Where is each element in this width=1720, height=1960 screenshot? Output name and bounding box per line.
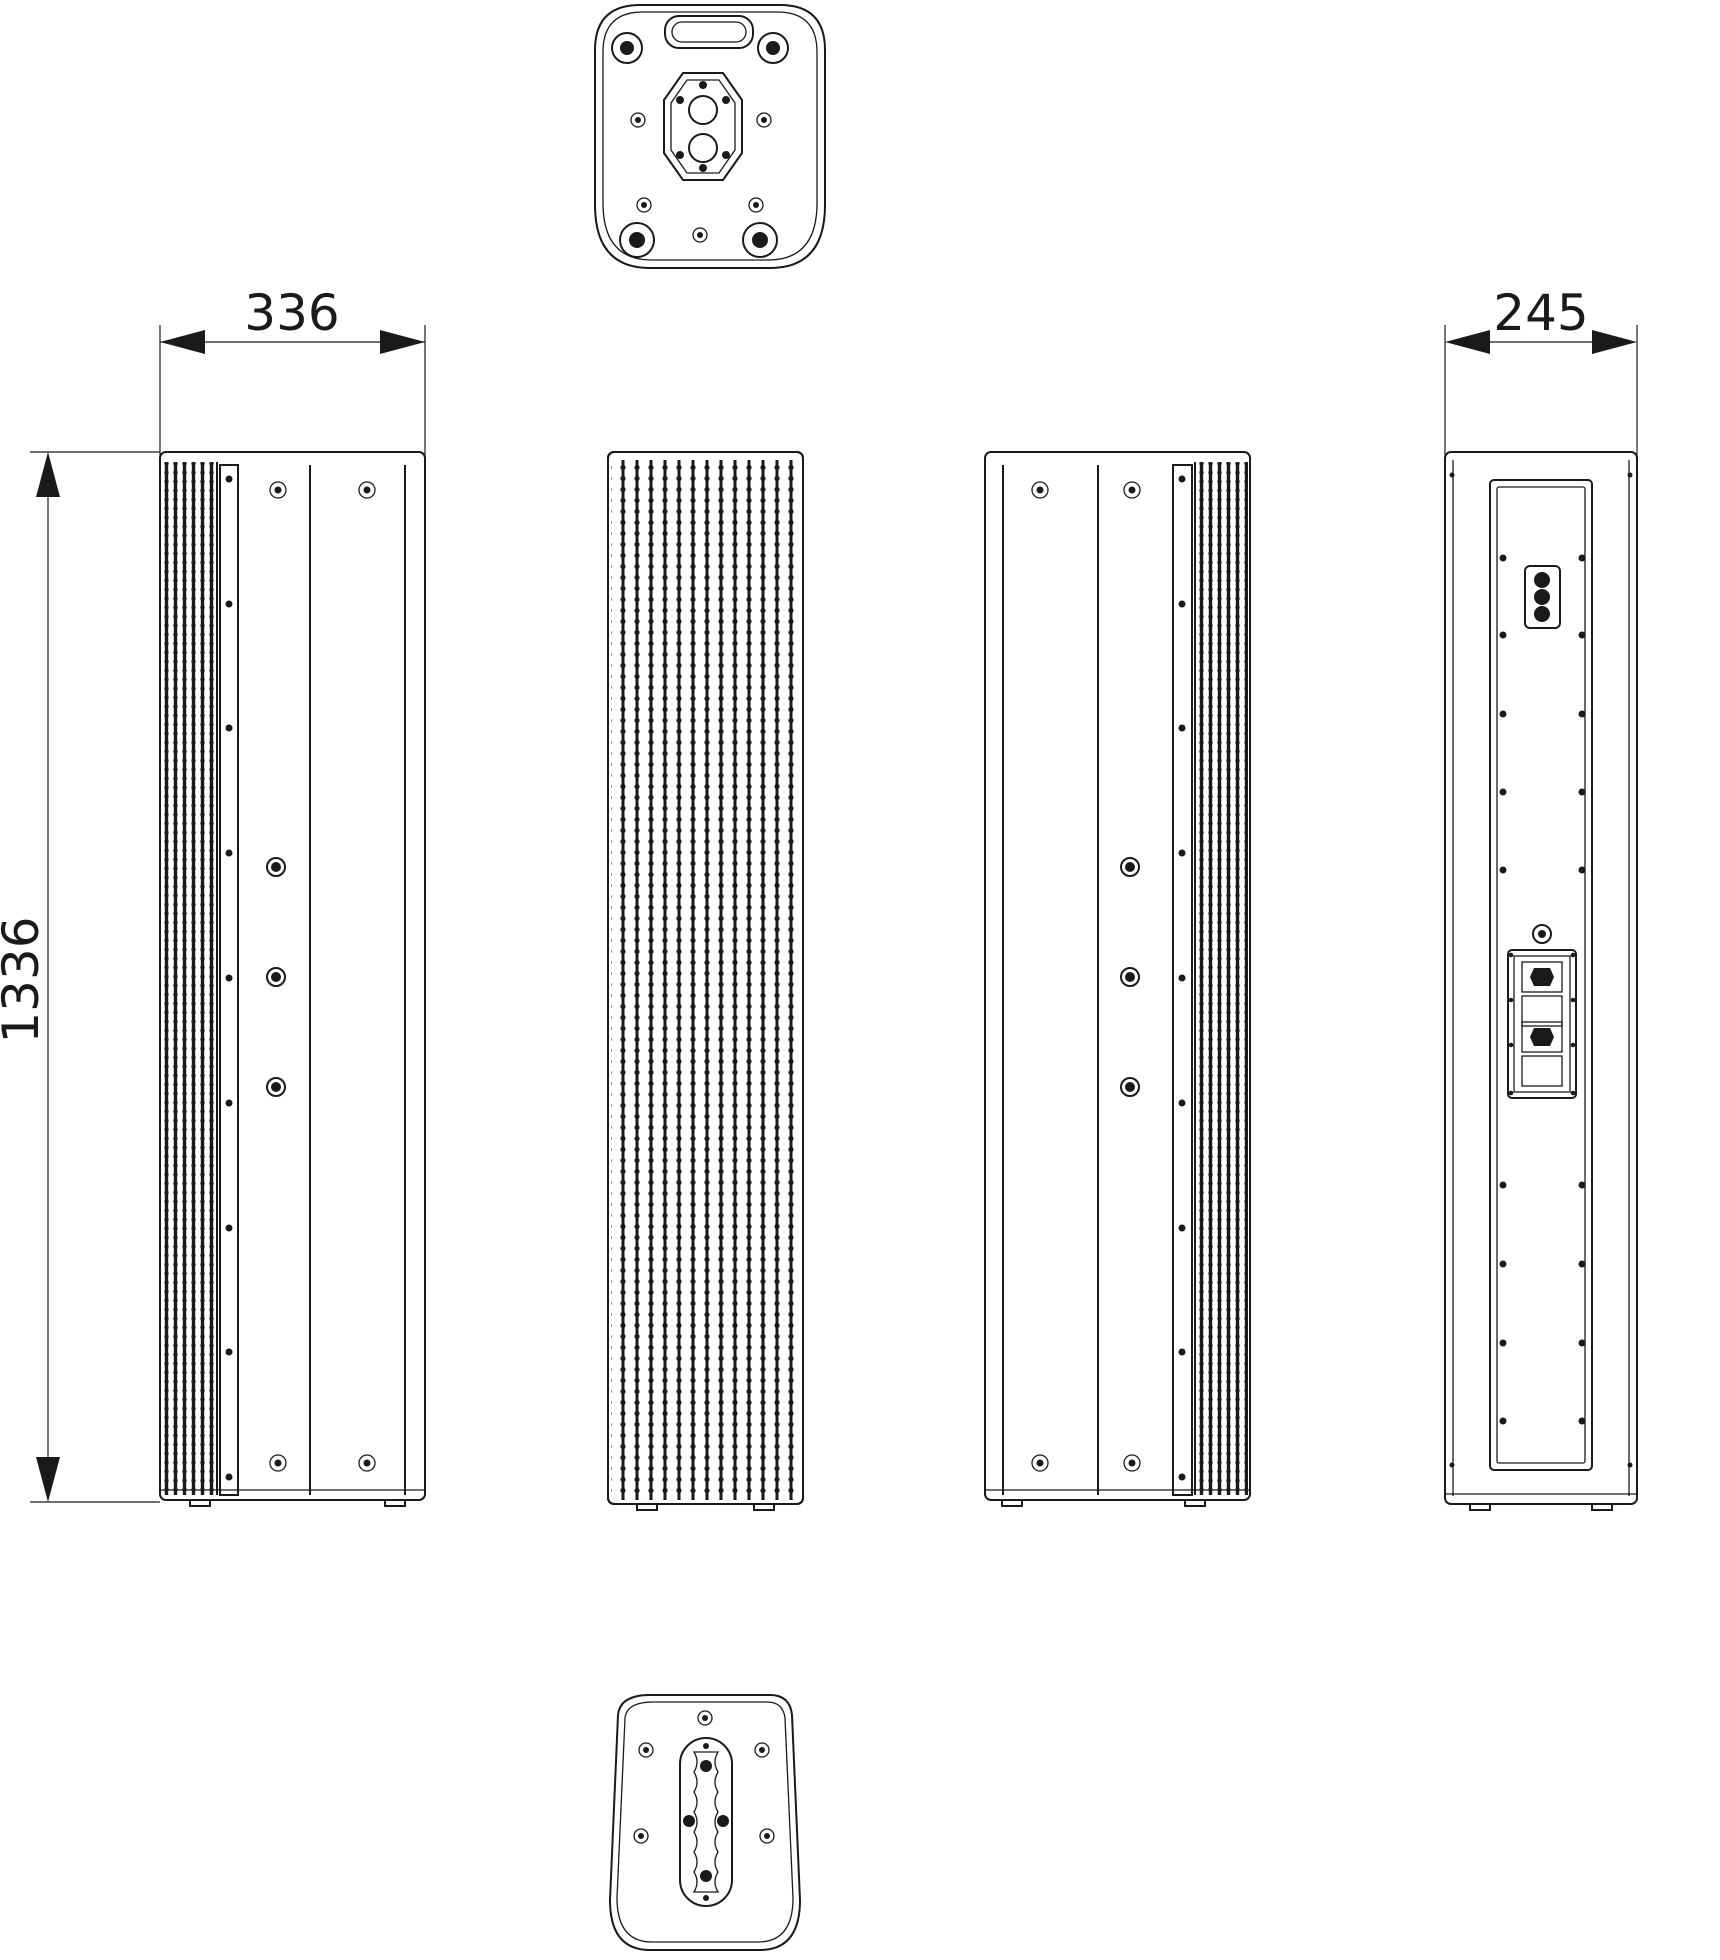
front-view (607, 451, 804, 1511)
mount-point-icon (1120, 857, 1140, 1097)
height-label: 1336 (0, 916, 50, 1043)
bottom-view (608, 1694, 802, 1951)
screw-icon (269, 481, 376, 1472)
mount-point-icon (266, 857, 286, 1097)
depth-dimension: 245 (1444, 284, 1638, 455)
left-side-view (159, 451, 426, 1507)
rear-view (1444, 451, 1638, 1511)
input-panel-icon (1507, 924, 1577, 1099)
height-dimension: 1336 (0, 451, 160, 1503)
foot-icon (611, 32, 789, 258)
screw-icon (1031, 481, 1141, 1472)
screw-icon (633, 1710, 775, 1844)
right-side-view (984, 451, 1251, 1507)
width-label: 336 (244, 284, 339, 342)
top-view (594, 4, 826, 269)
connector-icon (1524, 565, 1561, 629)
width-dimension: 336 (159, 284, 426, 455)
depth-label: 245 (1493, 284, 1588, 342)
screw-icon (630, 112, 772, 243)
